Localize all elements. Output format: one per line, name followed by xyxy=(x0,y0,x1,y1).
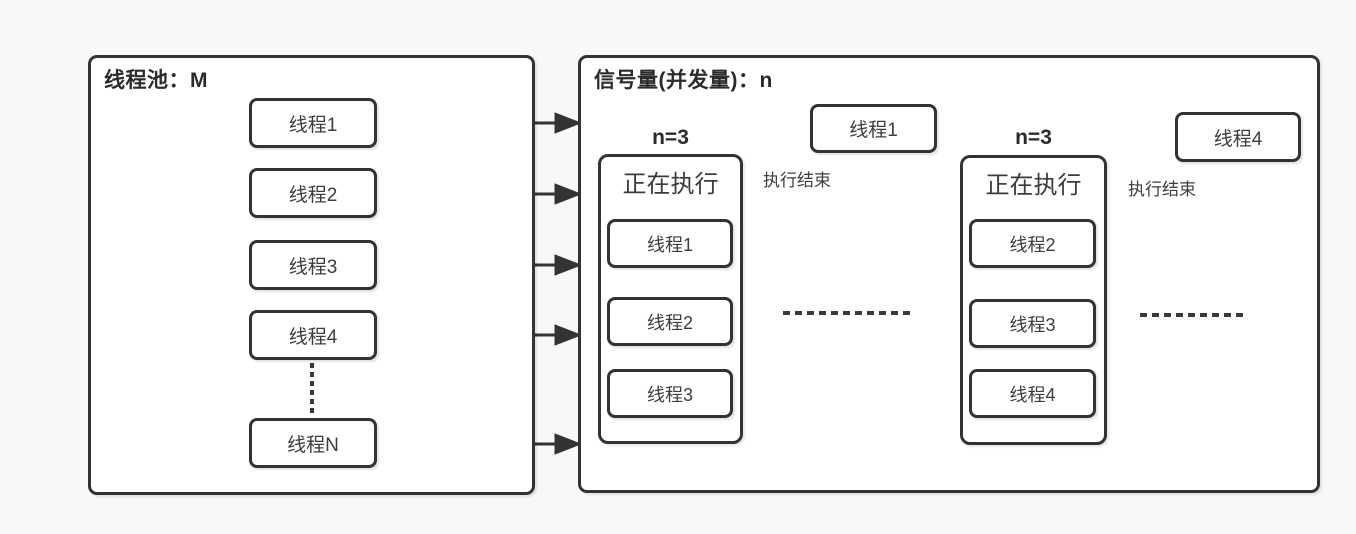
group2-running-thread-1: 线程2 xyxy=(969,219,1096,268)
group2-finished-thread-box: 线程4 xyxy=(1175,112,1301,162)
group1-running-thread-3: 线程3 xyxy=(607,369,733,418)
group1-n-label: n=3 xyxy=(652,126,689,149)
group1-ellipsis-dashed-line xyxy=(783,311,912,315)
group2-running-label: 正在执行 xyxy=(985,172,1082,199)
pool-thread-label: 线程3 xyxy=(288,256,338,278)
pool-thread-box-1: 线程1 xyxy=(249,98,377,148)
group1-running-thread-2: 线程2 xyxy=(607,297,733,346)
pool-ellipsis-dashed-line xyxy=(310,363,314,416)
running-thread-label: 线程2 xyxy=(1009,234,1056,255)
pool-thread-box-4: 线程4 xyxy=(249,310,377,360)
running-thread-label: 线程3 xyxy=(646,384,693,405)
pool-thread-label: 线程N xyxy=(287,434,339,456)
running-thread-label: 线程3 xyxy=(1009,314,1056,335)
pool-thread-box-3: 线程3 xyxy=(249,240,377,290)
running-thread-label: 线程1 xyxy=(646,234,693,255)
semaphore-title: 信号量(并发量)：n xyxy=(594,69,773,92)
group1-finish-label: 执行结束 xyxy=(763,171,831,190)
finished-thread-label: 线程4 xyxy=(1213,128,1263,150)
thread-pool-title: 线程池：M xyxy=(104,69,208,92)
pool-thread-label: 线程4 xyxy=(288,326,338,348)
pool-thread-label: 线程1 xyxy=(288,114,338,136)
group1-finished-thread-box: 线程1 xyxy=(810,104,937,153)
pool-thread-box-n: 线程N xyxy=(249,418,377,468)
group2-finish-label: 执行结束 xyxy=(1128,180,1196,199)
group2-ellipsis-dashed-line xyxy=(1140,313,1245,317)
group1-running-thread-1: 线程1 xyxy=(607,219,733,268)
pool-thread-box-2: 线程2 xyxy=(249,168,377,218)
group1-running-label: 正在执行 xyxy=(622,171,719,198)
pool-thread-label: 线程2 xyxy=(288,184,338,206)
finished-thread-label: 线程1 xyxy=(849,120,898,141)
group2-running-thread-3: 线程4 xyxy=(969,369,1096,418)
group2-n-label: n=3 xyxy=(1015,126,1052,149)
running-thread-label: 线程2 xyxy=(646,312,693,333)
group2-running-thread-2: 线程3 xyxy=(969,299,1096,348)
running-thread-label: 线程4 xyxy=(1009,384,1056,405)
